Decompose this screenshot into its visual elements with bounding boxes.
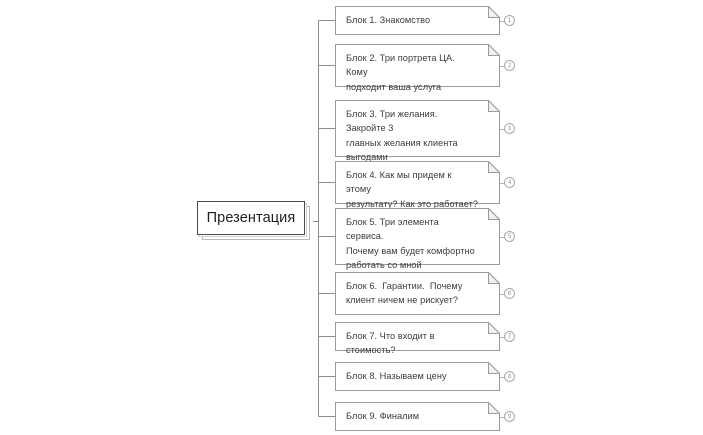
branch-node-label: Блок 9. Финалим	[346, 411, 420, 421]
branch-node-outline	[335, 362, 500, 391]
branch-node-label: Блок 1. Знакомство	[346, 15, 431, 25]
branch-node-outline	[335, 322, 500, 351]
branch-node-label: Блок 6. Гарантии. Почему клиент ничем не…	[346, 281, 463, 306]
branch-node[interactable]: Блок 2. Три портрета ЦА. Кому подходит в…	[335, 44, 515, 92]
branch-node[interactable]: Блок 3. Три желания. Закройте 3 главных …	[335, 100, 515, 162]
badge-connector	[500, 128, 505, 130]
branch-node[interactable]: Блок 6. Гарантии. Почему клиент ничем не…	[335, 272, 515, 315]
branch-node[interactable]: Блок 7. Что входит в стоимость? 7	[335, 322, 515, 355]
badge-connector	[500, 376, 505, 378]
branch-order-badge[interactable]: 8	[504, 371, 515, 382]
branch-node-label: Блок 7. Что входит в стоимость?	[346, 331, 438, 356]
branch-order-badge[interactable]: 3	[504, 123, 515, 134]
root-node-label: Презентация	[206, 210, 296, 226]
branch-node-label: Блок 5. Три элемента сервиса. Почему вам…	[346, 217, 475, 271]
branch-node-label: Блок 8. Называем цену	[346, 371, 447, 381]
badge-connector	[500, 416, 505, 418]
branch-node-outline	[335, 100, 500, 157]
branch-node-outline	[335, 44, 500, 87]
badge-connector	[500, 236, 505, 238]
branch-order-badge[interactable]: 7	[504, 331, 515, 342]
branch-order-badge[interactable]: 6	[504, 288, 515, 299]
root-node[interactable]: Презентация	[197, 201, 305, 235]
branch-node-outline	[335, 272, 500, 315]
branch-order-badge[interactable]: 2	[504, 60, 515, 71]
branch-node-outline	[335, 6, 500, 35]
branch-node[interactable]: Блок 8. Называем цену 8	[335, 362, 515, 391]
branch-node-label: Блок 4. Как мы придем к этому результату…	[346, 170, 478, 209]
branch-order-badge[interactable]: 4	[504, 177, 515, 188]
branch-order-badge[interactable]: 1	[504, 15, 515, 26]
badge-connector	[500, 336, 505, 338]
branch-node-outline	[335, 208, 500, 265]
branch-order-badge[interactable]: 9	[504, 411, 515, 422]
branch-node-outline	[335, 161, 500, 204]
branch-node-label: Блок 3. Три желания. Закройте 3 главных …	[346, 109, 458, 163]
branch-node[interactable]: Блок 5. Три элемента сервиса. Почему вам…	[335, 208, 515, 270]
badge-connector	[500, 182, 505, 184]
badge-connector	[500, 293, 505, 295]
branch-node[interactable]: Блок 1. Знакомство 1	[335, 6, 515, 35]
branch-order-badge[interactable]: 5	[504, 231, 515, 242]
badge-connector	[500, 65, 505, 67]
root-node-group[interactable]: Презентация	[197, 201, 313, 242]
branch-node[interactable]: Блок 4. Как мы придем к этому результату…	[335, 161, 515, 209]
branch-node-label: Блок 2. Три портрета ЦА. Кому подходит в…	[346, 53, 455, 92]
badge-connector	[500, 20, 505, 22]
branch-node[interactable]: Блок 9. Финалим 9	[335, 402, 515, 431]
branch-node-outline	[335, 402, 500, 431]
